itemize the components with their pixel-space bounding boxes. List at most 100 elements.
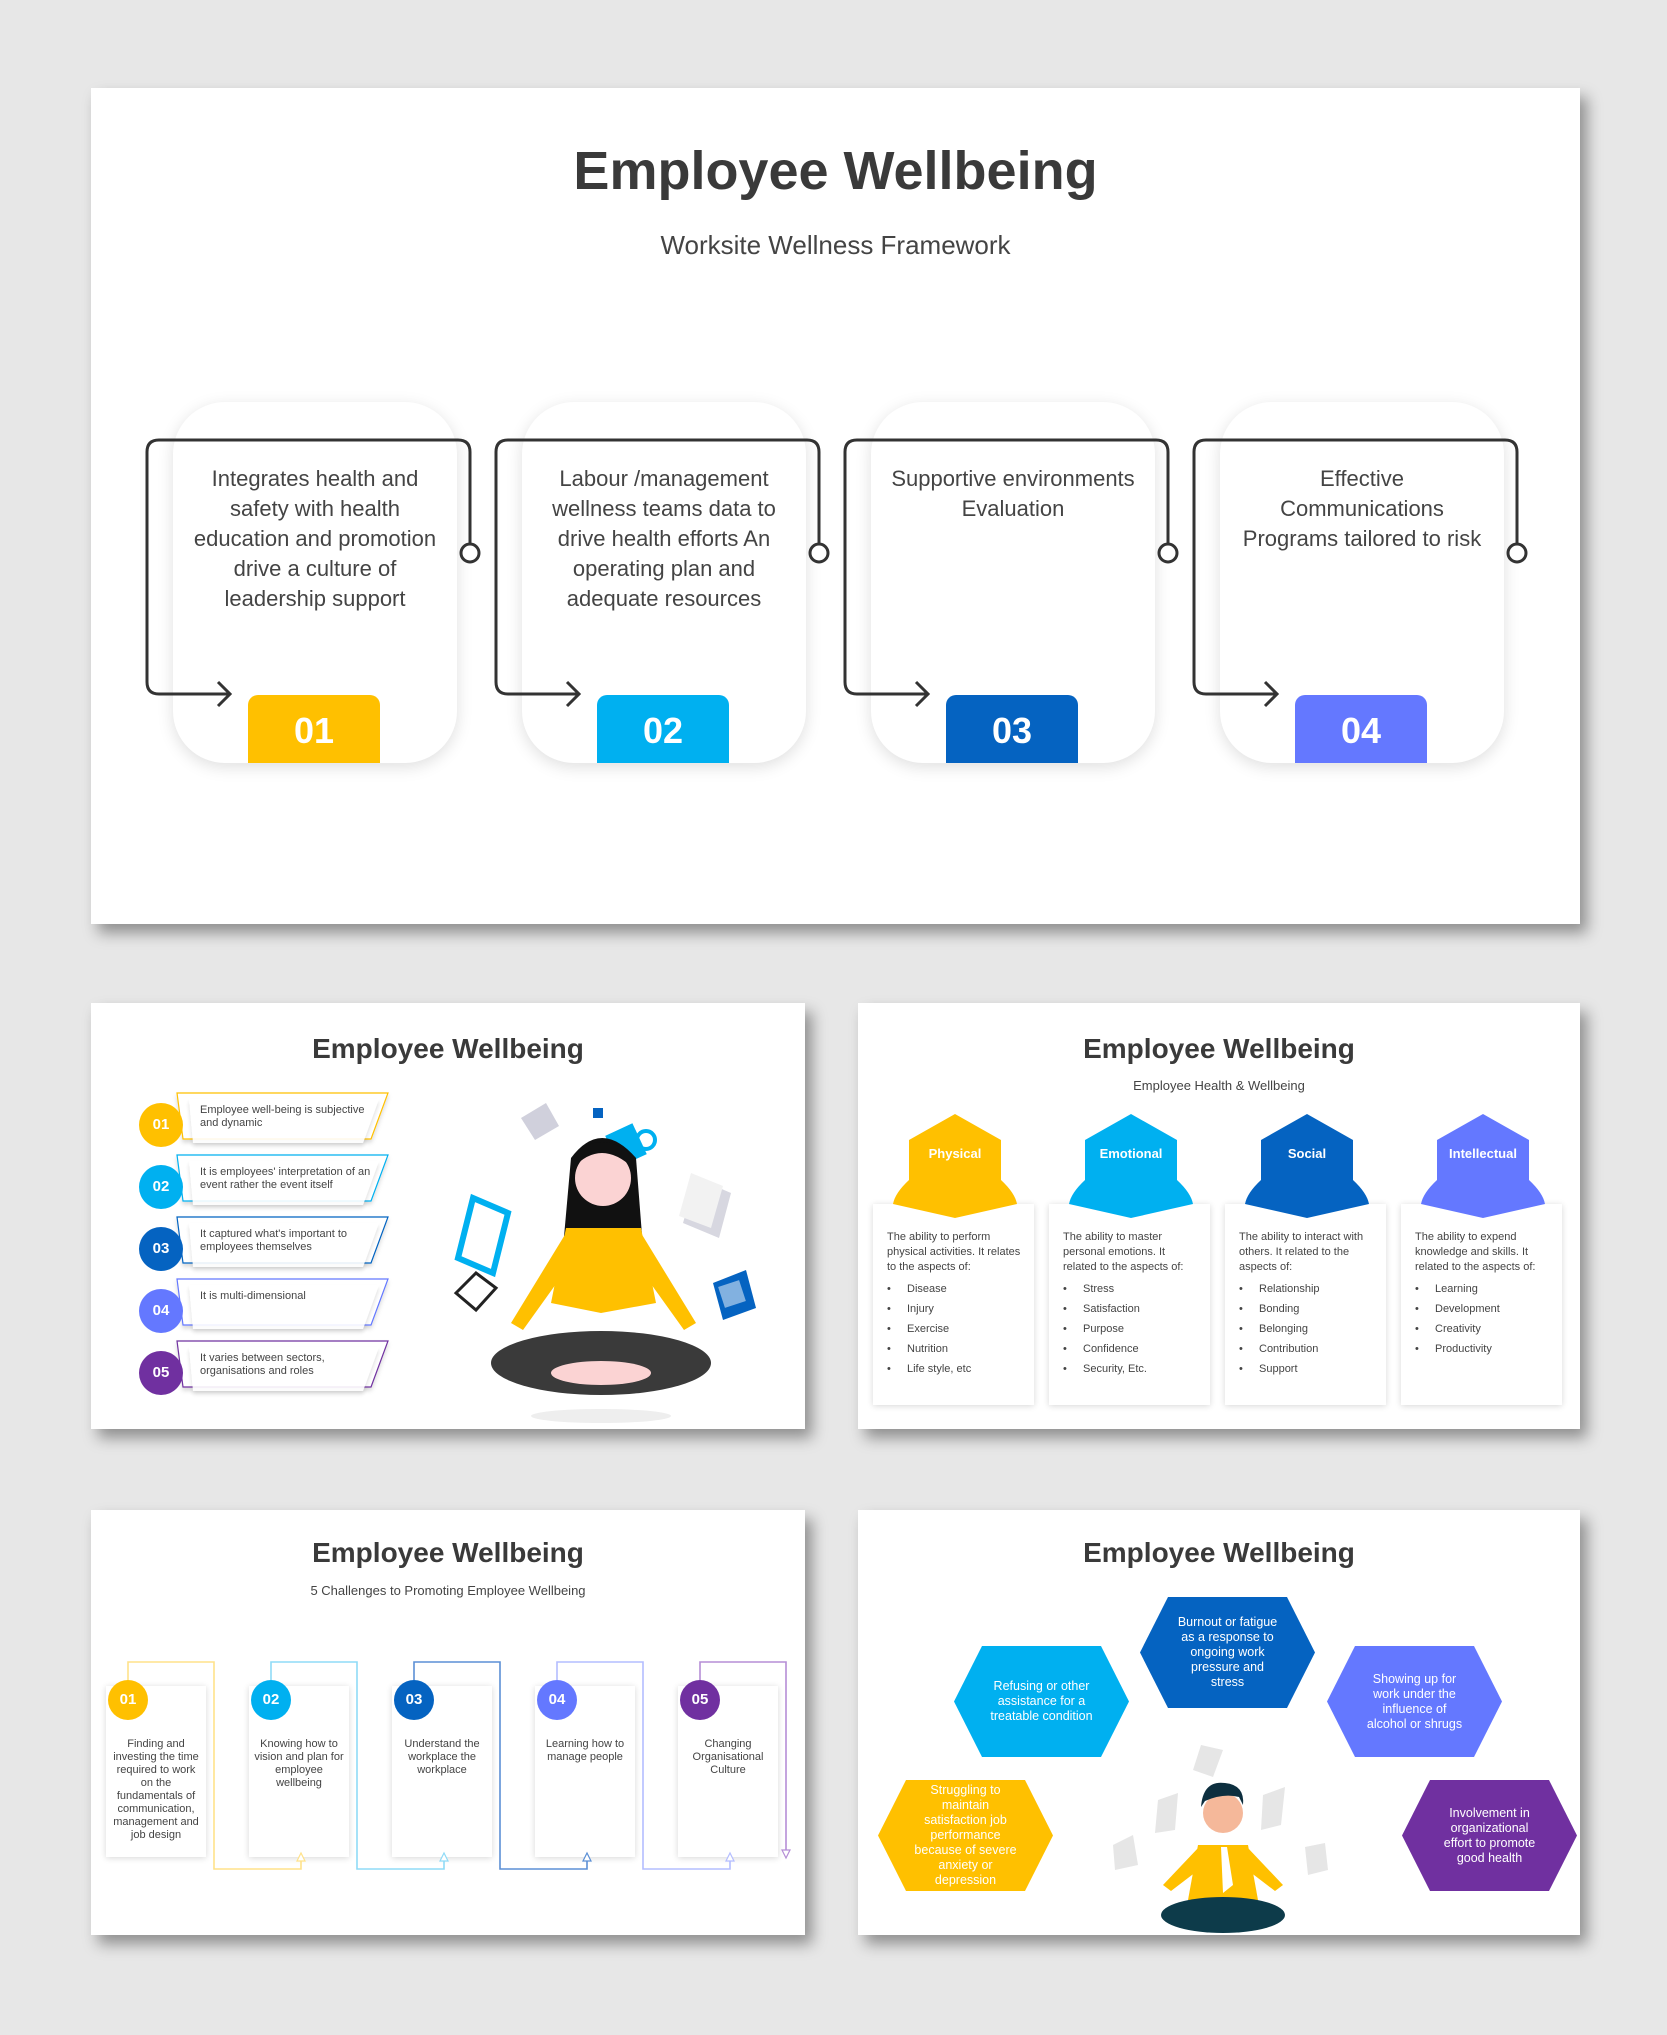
bullet-icon: • (1415, 1283, 1419, 1295)
meditating-woman-illustration (453, 1103, 756, 1423)
slide-title: Employee Wellbeing (573, 141, 1098, 201)
hexagon-shape (1069, 1114, 1193, 1218)
slide-title: Employee Wellbeing (312, 1033, 584, 1064)
challenge-card: Finding and investing the time required … (106, 1686, 206, 1857)
card-text: Effective Communications Programs tailor… (1242, 466, 1482, 551)
pillar-description-block: The ability to interact with others. It … (1239, 1230, 1377, 1379)
aspect-text: Development (1435, 1303, 1500, 1315)
pillar-description: The ability to expend knowledge and skil… (1415, 1231, 1536, 1273)
item-number-circle: 04 (139, 1289, 183, 1333)
paper-icon (1193, 1745, 1223, 1777)
pillar-label: Physical (928, 1146, 982, 1161)
aspect-text: Security, Etc. (1083, 1363, 1147, 1375)
item-banner-inner (189, 1347, 379, 1391)
bullet-icon: • (887, 1343, 891, 1355)
pillar-label: Social (1287, 1146, 1327, 1161)
pillar-card: The ability to expend knowledge and skil… (1401, 1204, 1562, 1405)
flow-line (270, 1661, 445, 1870)
aspect-list: •Learning•Development•Creativity•Product… (1415, 1279, 1553, 1359)
bullet-icon: • (1063, 1343, 1067, 1355)
challenge-number-circle: 03 (394, 1680, 434, 1720)
arrow-icon (216, 680, 233, 708)
hexagon-shape (893, 1114, 1017, 1218)
bullet-icon: • (1063, 1303, 1067, 1315)
challenge-text: Learning how to manage people (545, 1738, 625, 1763)
slide-worksite-wellness-framework[interactable]: Employee Wellbeing Worksite Wellness Fra… (91, 88, 1580, 924)
flow-line (699, 1661, 787, 1855)
card-text: Labour /management wellness teams data t… (552, 466, 776, 611)
pillar-hexagon (893, 1114, 1017, 1218)
item-text: It varies between sectors, organisations… (200, 1352, 325, 1377)
aspect-item: • Confidence (1063, 1339, 1201, 1359)
item-text: It captured what's important to employee… (200, 1228, 348, 1253)
slide-title: Employee Wellbeing (1083, 1537, 1355, 1568)
clipboard-icon (454, 1193, 512, 1278)
slide-warning-signs[interactable]: Employee Wellbeing Refusing or other ass… (858, 1510, 1580, 1935)
aspect-item: •Belonging (1239, 1319, 1377, 1339)
challenge-text: Finding and investing the time required … (113, 1738, 199, 1841)
aspect-item: •Development (1415, 1299, 1553, 1319)
hexagon-shape (1421, 1114, 1545, 1218)
pillar-description-block: The ability to expend knowledge and skil… (1415, 1230, 1553, 1359)
aspect-item: •Relationship (1239, 1279, 1377, 1299)
aspect-text: Productivity (1435, 1343, 1492, 1355)
step-number-badge: 01 (248, 695, 380, 763)
aspect-text: Creativity (1435, 1323, 1481, 1335)
challenge-number-circle: 01 (108, 1680, 148, 1720)
bullet-icon: • (1415, 1323, 1419, 1335)
aspect-text: Confidence (1083, 1343, 1139, 1355)
aspect-item: • Creativity (1415, 1319, 1553, 1339)
flow-line (556, 1661, 731, 1870)
bullet-icon: • (1239, 1303, 1243, 1315)
card-text: Supportive environments Evaluation (891, 466, 1135, 521)
aspect-item: •Stress (1063, 1279, 1201, 1299)
aspect-list: •Disease•Injury•Exercise•Nutrition•Life … (887, 1279, 1025, 1379)
item-banner-inner (189, 1161, 379, 1205)
pillar-hexagon (1069, 1114, 1193, 1218)
arrow-head-icon (296, 1851, 306, 1862)
meditating-man-illustration (1113, 1745, 1328, 1933)
item-text: It is multi-dimensional (200, 1290, 306, 1302)
aspect-text: Support (1259, 1363, 1298, 1375)
connector-end-circle (1506, 542, 1528, 564)
pillar-card: The ability to perform physical activiti… (873, 1204, 1034, 1405)
bullet-icon: • (1239, 1363, 1243, 1375)
connector-end-circle (808, 542, 830, 564)
aspect-item: • Security, Etc. (1063, 1359, 1201, 1379)
slide-title: Employee Wellbeing (1083, 1033, 1355, 1064)
item-number-circle: 05 (139, 1351, 183, 1395)
aspect-item: •Exercise (887, 1319, 1025, 1339)
challenge-text: Changing Organisational Culture (692, 1738, 764, 1776)
aspect-text: Relationship (1259, 1283, 1320, 1295)
connector-end-circle (459, 542, 481, 564)
aspect-text: Bonding (1259, 1303, 1300, 1315)
aspect-text: Satisfaction (1083, 1303, 1140, 1315)
slide-five-challenges[interactable]: Employee Wellbeing 5 Challenges to Promo… (91, 1510, 805, 1935)
aspect-text: Purpose (1083, 1323, 1124, 1335)
connector-line (1192, 438, 1519, 696)
bullet-icon: • (1063, 1363, 1067, 1375)
aspect-text: Exercise (907, 1323, 950, 1335)
paper-icon (1305, 1843, 1328, 1875)
aspect-item: •Contribution (1239, 1339, 1377, 1359)
item-number-circle: 02 (139, 1165, 183, 1209)
aspect-item: •Life style, etc (887, 1359, 1025, 1379)
aspect-list: •Relationship•Bonding•Belonging•Contribu… (1239, 1279, 1377, 1379)
pillar-hexagon (1245, 1114, 1369, 1218)
aspect-item: • Support (1239, 1359, 1377, 1379)
pillar-label: Intellectual (1449, 1146, 1517, 1161)
bullet-icon: • (1415, 1343, 1419, 1355)
slide-subtitle: 5 Challenges to Promoting Employee Wellb… (310, 1583, 586, 1598)
pillar-description: The ability to master personal emotions.… (1063, 1231, 1184, 1273)
step-number-badge: 02 (597, 695, 729, 763)
slide-wellbeing-characteristics[interactable]: Employee Wellbeing Employee well-being i… (91, 1003, 805, 1429)
item-text: Employee well-being is subjective and dy… (200, 1104, 365, 1129)
calculator-icon (713, 1270, 756, 1320)
aspect-item: • Bonding (1239, 1299, 1377, 1319)
challenge-number-circle: 04 (537, 1680, 577, 1720)
slide-health-wellbeing-pillars[interactable]: Employee Wellbeing Employee Health & Wel… (858, 1003, 1580, 1429)
challenge-hexagon: Struggling to maintain satisfaction job … (878, 1780, 1053, 1891)
challenge-number-circle: 05 (680, 1680, 720, 1720)
challenge-number-circle: 02 (251, 1680, 291, 1720)
bullet-icon: • (887, 1303, 891, 1315)
